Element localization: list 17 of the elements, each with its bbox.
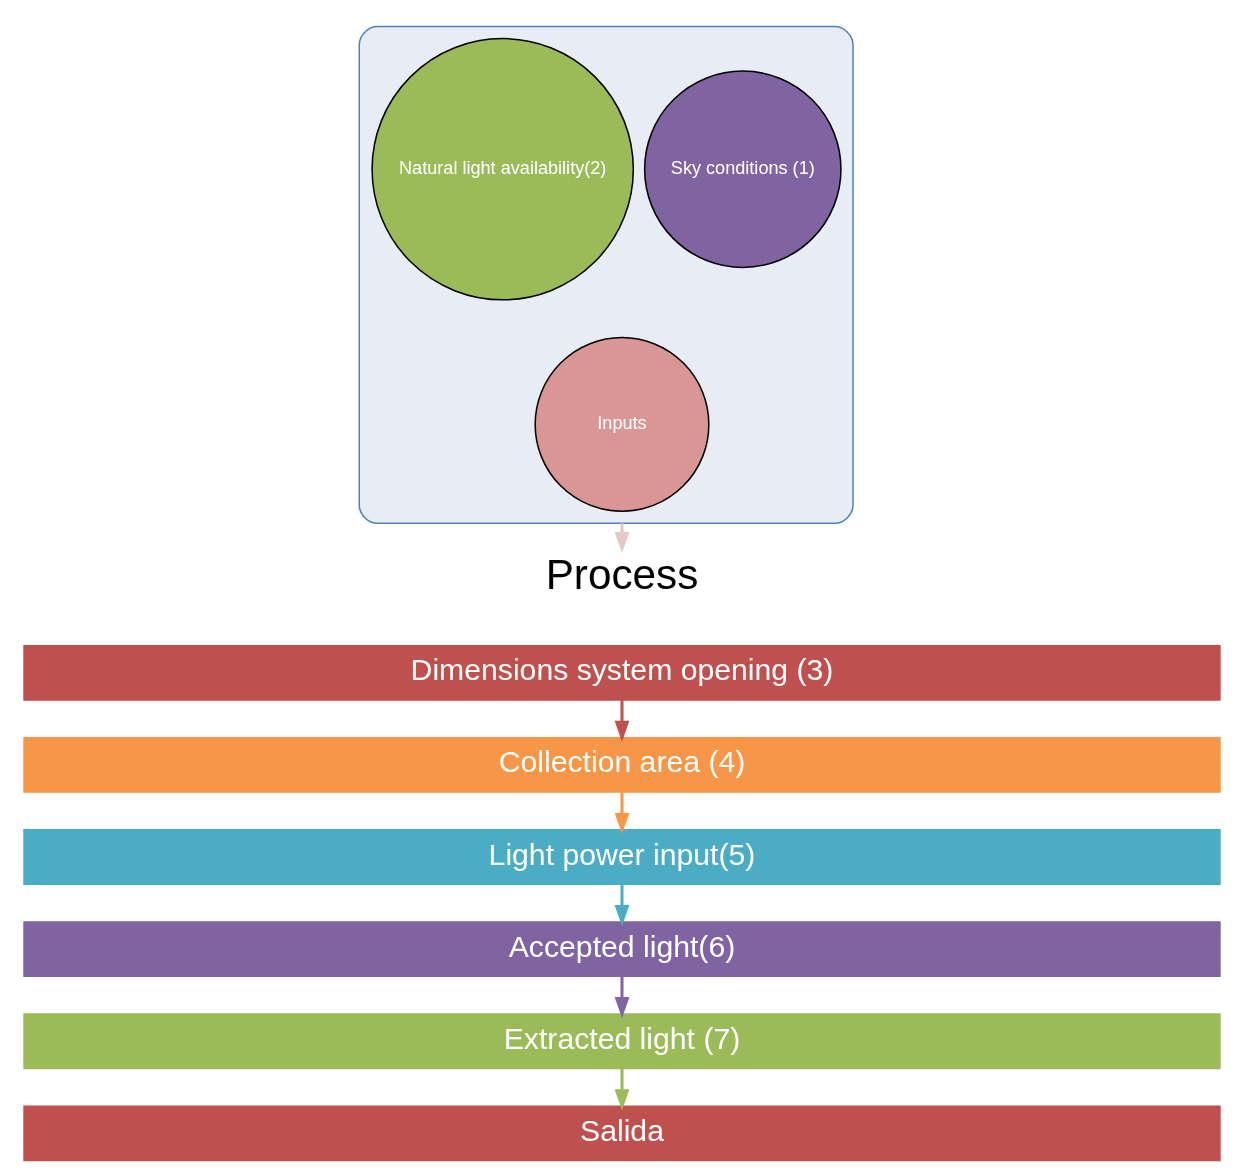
node-box: Dimensions system opening (3) xyxy=(22,644,1221,701)
arrow xyxy=(614,1068,629,1111)
node-box: Extracted light (7) xyxy=(22,1013,1221,1070)
arrow xyxy=(614,700,629,742)
node-box: Accepted light(6) xyxy=(22,921,1221,978)
cluster xyxy=(358,25,854,525)
node-circle: Inputs xyxy=(533,336,710,512)
arrow xyxy=(614,976,629,1019)
arrow xyxy=(614,792,629,835)
arrow xyxy=(614,523,629,554)
node-box: Salida xyxy=(22,1105,1221,1162)
node-box: Light power input(5) xyxy=(22,829,1221,885)
node-box: Collection area (4) xyxy=(22,737,1221,793)
node-text: Process xyxy=(545,550,698,598)
arrow xyxy=(614,884,629,927)
node-circle: Natural light availability(2) xyxy=(370,37,634,301)
node-circle: Sky conditions (1) xyxy=(643,70,842,269)
